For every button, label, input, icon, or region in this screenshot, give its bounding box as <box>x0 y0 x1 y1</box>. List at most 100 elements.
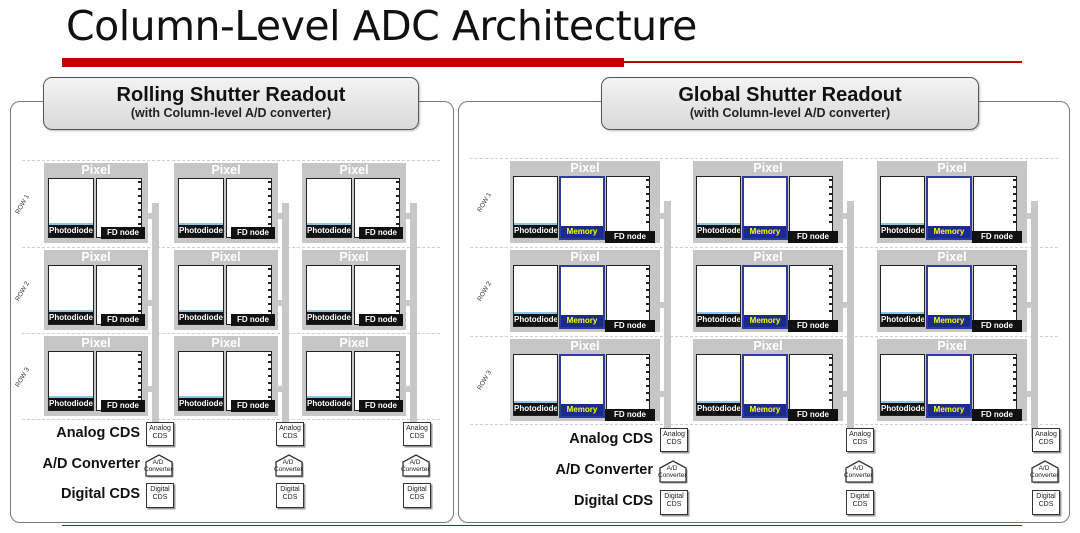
rolling-pixel-connector <box>146 386 156 392</box>
global-memory-label: Memory <box>744 315 786 327</box>
global-memory-label: Memory <box>928 315 970 327</box>
rolling-photodiode: Photodiode <box>178 351 224 411</box>
rolling-pixel-connector <box>404 213 414 219</box>
rolling-photodiode-label: Photodiode <box>307 396 351 410</box>
rolling-photodiode-label: Photodiode <box>179 223 223 237</box>
rolling-fd-label: FD node <box>231 314 275 326</box>
global-pixel-connector <box>1025 391 1035 397</box>
rolling-row-separator <box>22 333 440 334</box>
global-stage-label-adc: A/D Converter <box>555 462 654 478</box>
rolling-photodiode-label: Photodiode <box>179 396 223 410</box>
global-memory: Memory <box>559 265 605 329</box>
global-photodiode: Photodiode <box>880 265 925 327</box>
global-fd-contacts <box>646 268 649 314</box>
global-fd-node: FD node <box>972 354 1022 421</box>
rolling-pixel-connector <box>404 386 414 392</box>
rolling-fd-node: FD node <box>354 265 403 326</box>
rolling-fd-contacts <box>268 268 271 312</box>
rolling-fd-label: FD node <box>231 400 275 412</box>
global-photodiode: Photodiode <box>696 354 741 416</box>
global-pixel-label: Pixel <box>937 161 967 175</box>
global-memory: Memory <box>742 354 788 418</box>
rolling-fd-contacts <box>138 181 141 225</box>
rolling-photodiode-label: Photodiode <box>307 310 351 324</box>
global-photodiode-label: Photodiode <box>697 223 740 237</box>
global-pixel-label: Pixel <box>753 161 783 175</box>
rolling-stage-label-analog-cds: Analog CDS <box>56 425 140 441</box>
rolling-fd-node: FD node <box>96 351 145 412</box>
global-pixel-connector <box>658 302 668 308</box>
global-fd-contacts <box>1013 179 1016 225</box>
rolling-fd-label: FD node <box>101 400 145 412</box>
global-memory-label: Memory <box>928 226 970 238</box>
global-row-separator <box>470 336 1058 337</box>
global-memory: Memory <box>559 176 605 240</box>
rolling-fd-label: FD node <box>101 227 145 239</box>
rolling-photodiode: Photodiode <box>306 351 352 411</box>
global-photodiode-label: Photodiode <box>881 223 924 237</box>
global-fd-node: FD node <box>788 265 838 332</box>
global-memory-label: Memory <box>561 315 603 327</box>
rolling-panel-subtitle: (with Column-level A/D converter) <box>130 106 332 120</box>
rolling-fd-label: FD node <box>359 227 403 239</box>
global-fd-node: FD node <box>605 354 655 421</box>
global-memory: Memory <box>559 354 605 418</box>
rolling-fd-node: FD node <box>96 265 145 326</box>
rolling-stage-label-digital-cds: Digital CDS <box>61 486 140 502</box>
rolling-fd-node: FD node <box>226 178 275 239</box>
global-photodiode-label: Photodiode <box>514 312 557 326</box>
global-panel-header: Global Shutter Readout(with Column-level… <box>601 77 979 130</box>
global-fd-contacts <box>1013 357 1016 403</box>
global-photodiode-label: Photodiode <box>514 401 557 415</box>
global-fd-node: FD node <box>605 176 655 243</box>
rolling-pixel-connector <box>276 300 286 306</box>
global-fd-contacts <box>829 179 832 225</box>
rolling-photodiode: Photodiode <box>48 265 94 325</box>
rolling-pixel-label: Pixel <box>211 336 241 350</box>
rolling-column-wire <box>282 203 289 432</box>
global-fd-label: FD node <box>605 320 655 332</box>
rolling-fd-contacts <box>138 354 141 398</box>
global-fd-label: FD node <box>972 231 1022 243</box>
rolling-photodiode-label: Photodiode <box>49 310 93 324</box>
global-memory-label: Memory <box>561 404 603 416</box>
global-memory-label: Memory <box>561 226 603 238</box>
rolling-pixel-label: Pixel <box>339 336 369 350</box>
global-row-separator <box>470 424 1058 425</box>
page-title: Column-Level ADC Architecture <box>66 2 697 50</box>
rolling-fd-contacts <box>268 354 271 398</box>
global-pixel-connector <box>658 391 668 397</box>
rolling-photodiode: Photodiode <box>306 178 352 238</box>
global-column-wire <box>664 201 671 438</box>
rolling-column-wire <box>410 203 417 432</box>
rolling-pixel-label: Pixel <box>339 163 369 177</box>
rolling-pixel-label: Pixel <box>81 163 111 177</box>
rolling-fd-label: FD node <box>101 314 145 326</box>
global-fd-contacts <box>829 357 832 403</box>
rolling-row-separator <box>22 247 440 248</box>
rolling-pixel-label: Pixel <box>211 250 241 264</box>
global-pixel-label: Pixel <box>570 250 600 264</box>
rolling-fd-node: FD node <box>354 178 403 239</box>
